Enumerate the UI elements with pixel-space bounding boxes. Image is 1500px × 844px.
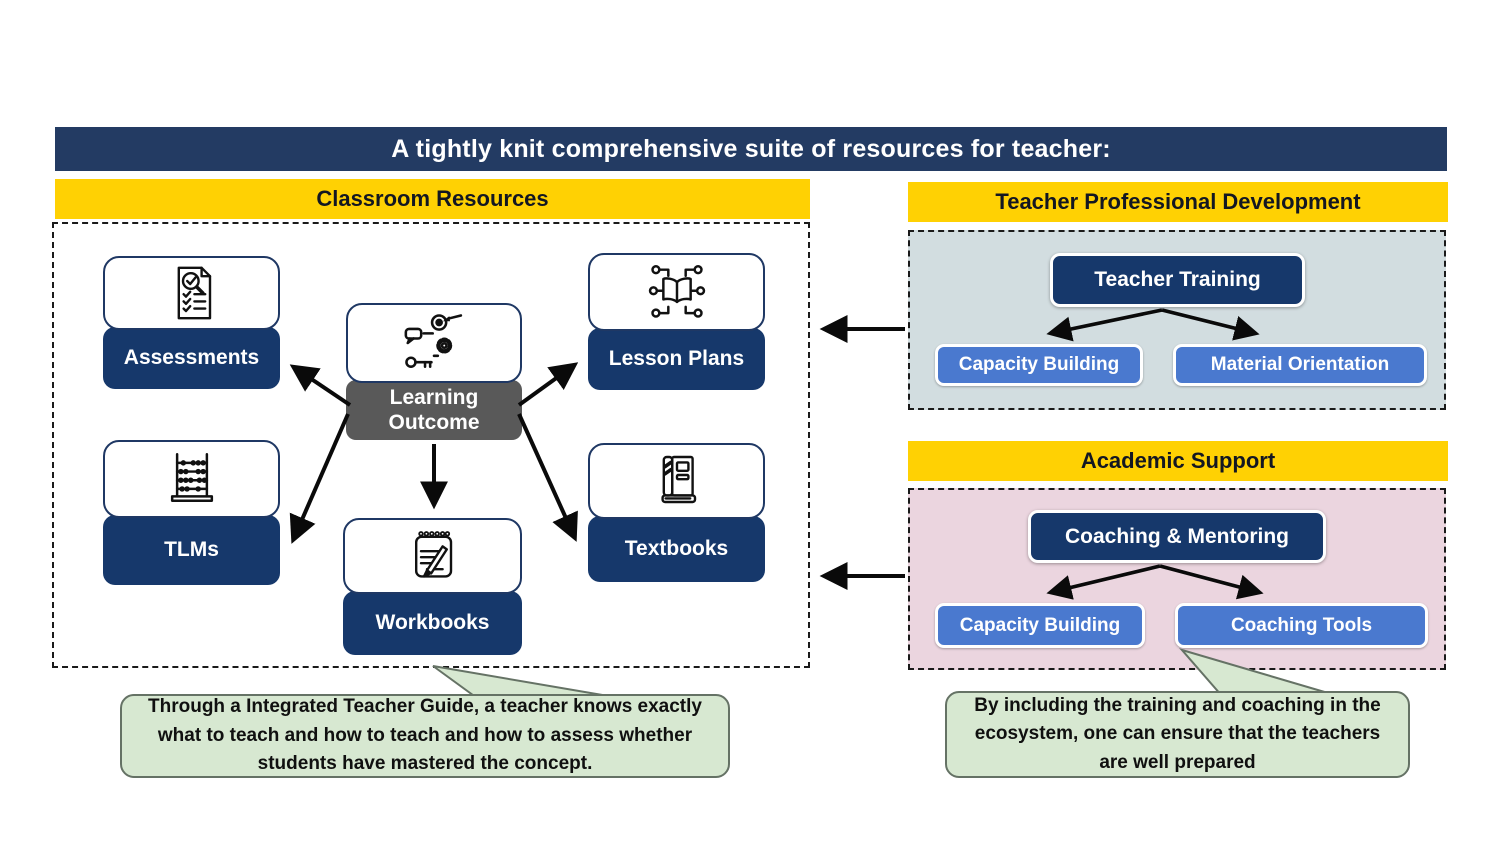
learning-outcome-label: Learning Outcome bbox=[346, 380, 522, 440]
material-orientation-node: Material Orientation bbox=[1173, 344, 1427, 386]
textbooks-icon-box bbox=[588, 443, 765, 519]
assessments-label: Assessments bbox=[103, 327, 280, 389]
tpd-header: Teacher Professional Development bbox=[908, 182, 1448, 222]
diagram-title: A tightly knit comprehensive suite of re… bbox=[391, 134, 1111, 163]
teacher-training-node: Teacher Training bbox=[1050, 253, 1305, 307]
learning-outcome-node: Learning Outcome bbox=[346, 303, 522, 440]
lesson-plans-icon-box bbox=[588, 253, 765, 331]
coaching-tools-node: Coaching Tools bbox=[1175, 603, 1428, 648]
workbooks-card: Workbooks bbox=[343, 518, 522, 655]
cross-section-arrows bbox=[819, 315, 905, 590]
training-coaching-ecosystem-callout: By including the training and coaching i… bbox=[945, 691, 1410, 778]
academic-support-header: Academic Support bbox=[908, 441, 1448, 481]
coaching-mentoring-node: Coaching & Mentoring bbox=[1028, 510, 1326, 563]
assessments-card: Assessments bbox=[103, 256, 280, 389]
classroom-resources-container bbox=[52, 222, 810, 668]
assessments-icon-box bbox=[103, 256, 280, 330]
workbooks-icon-box bbox=[343, 518, 522, 594]
tlms-label: TLMs bbox=[103, 515, 280, 585]
learning-outcome-target-gear-icon bbox=[404, 314, 463, 368]
checklist-magnifier-icon bbox=[177, 266, 211, 320]
left-callout-text: Through a Integrated Teacher Guide, a te… bbox=[148, 696, 702, 775]
textbooks-card: Textbooks bbox=[588, 443, 765, 582]
textbooks-label: Textbooks bbox=[588, 516, 765, 582]
academic-capacity-building-node: Capacity Building bbox=[935, 603, 1145, 648]
tlms-card: TLMs bbox=[103, 440, 280, 585]
right-callout-text: By including the training and coaching i… bbox=[974, 694, 1381, 773]
integrated-teacher-guide-callout: Through a Integrated Teacher Guide, a te… bbox=[120, 694, 730, 778]
notepad-pencil-icon bbox=[414, 531, 452, 578]
learning-outcome-icon-box bbox=[346, 303, 522, 383]
book-icon bbox=[660, 455, 696, 504]
academic-support-header-label: Academic Support bbox=[1080, 448, 1276, 473]
tpd-capacity-building-node: Capacity Building bbox=[935, 344, 1143, 386]
abacus-icon bbox=[170, 452, 213, 502]
tlms-icon-box bbox=[103, 440, 280, 518]
classroom-resources-header-label: Classroom Resources bbox=[316, 186, 549, 211]
lesson-plans-label: Lesson Plans bbox=[588, 328, 765, 390]
lesson-plans-card: Lesson Plans bbox=[588, 253, 765, 390]
title-banner: A tightly knit comprehensive suite of re… bbox=[55, 127, 1447, 171]
book-network-icon bbox=[648, 265, 705, 318]
tpd-header-label: Teacher Professional Development bbox=[995, 189, 1361, 214]
classroom-resources-header: Classroom Resources bbox=[55, 179, 810, 219]
workbooks-label: Workbooks bbox=[343, 591, 522, 655]
